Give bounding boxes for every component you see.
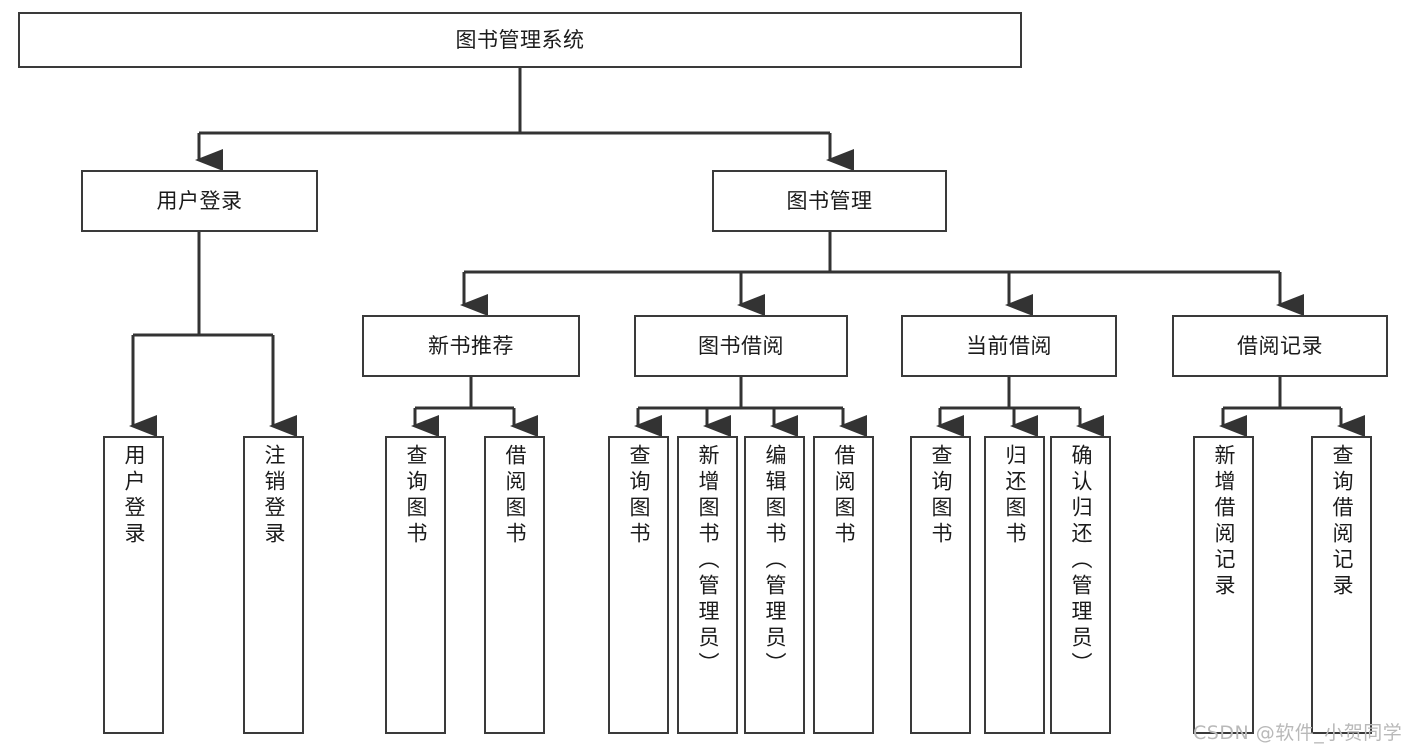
node-leaf-query-book-2-label: 查询图书 (627, 444, 651, 548)
node-leaf-borrow-book-1[interactable]: 借阅图书 (484, 436, 545, 734)
node-current-borrow[interactable]: 当前借阅 (901, 315, 1117, 377)
node-leaf-add-book[interactable]: 新增图书（管理员） (677, 436, 738, 734)
node-leaf-query-record-label: 查询借阅记录 (1330, 444, 1354, 600)
node-leaf-add-book-label: 新增图书（管理员） (696, 444, 720, 678)
node-leaf-query-book-3-label: 查询图书 (929, 444, 953, 548)
node-leaf-return-book-label: 归还图书 (1003, 444, 1027, 548)
node-current-borrow-label: 当前借阅 (966, 333, 1052, 358)
node-leaf-add-record[interactable]: 新增借阅记录 (1193, 436, 1254, 734)
node-book-manage[interactable]: 图书管理 (712, 170, 947, 232)
node-leaf-user-logout-label: 注销登录 (262, 444, 286, 548)
node-root[interactable]: 图书管理系统 (18, 12, 1022, 68)
node-leaf-query-book-1[interactable]: 查询图书 (385, 436, 446, 734)
node-user-login-label: 用户登录 (156, 188, 243, 213)
node-leaf-return-book[interactable]: 归还图书 (984, 436, 1045, 734)
node-borrow-record-label: 借阅记录 (1237, 333, 1323, 358)
node-borrow-record[interactable]: 借阅记录 (1172, 315, 1388, 377)
node-leaf-query-book-2[interactable]: 查询图书 (608, 436, 669, 734)
node-leaf-query-record[interactable]: 查询借阅记录 (1311, 436, 1372, 734)
node-new-book-rec-label: 新书推荐 (428, 333, 514, 358)
node-leaf-query-book-1-label: 查询图书 (404, 444, 428, 548)
node-leaf-user-login-label: 用户登录 (122, 444, 146, 548)
node-leaf-confirm-return[interactable]: 确认归还（管理员） (1050, 436, 1111, 734)
node-leaf-user-login[interactable]: 用户登录 (103, 436, 164, 734)
node-leaf-add-record-label: 新增借阅记录 (1212, 444, 1236, 600)
node-book-manage-label: 图书管理 (786, 188, 873, 213)
node-user-login[interactable]: 用户登录 (81, 170, 318, 232)
watermark: CSDN @软件_小贺同学 (1193, 722, 1403, 744)
node-leaf-user-logout[interactable]: 注销登录 (243, 436, 304, 734)
node-new-book-rec[interactable]: 新书推荐 (362, 315, 580, 377)
node-leaf-confirm-return-label: 确认归还（管理员） (1069, 444, 1093, 678)
node-leaf-borrow-book-1-label: 借阅图书 (503, 444, 527, 548)
node-book-borrow-label: 图书借阅 (698, 333, 784, 358)
node-root-label: 图书管理系统 (455, 27, 585, 52)
node-leaf-edit-book[interactable]: 编辑图书（管理员） (744, 436, 805, 734)
node-leaf-borrow-book-2[interactable]: 借阅图书 (813, 436, 874, 734)
node-leaf-edit-book-label: 编辑图书（管理员） (763, 444, 787, 678)
node-leaf-query-book-3[interactable]: 查询图书 (910, 436, 971, 734)
node-leaf-borrow-book-2-label: 借阅图书 (832, 444, 856, 548)
node-book-borrow[interactable]: 图书借阅 (634, 315, 848, 377)
